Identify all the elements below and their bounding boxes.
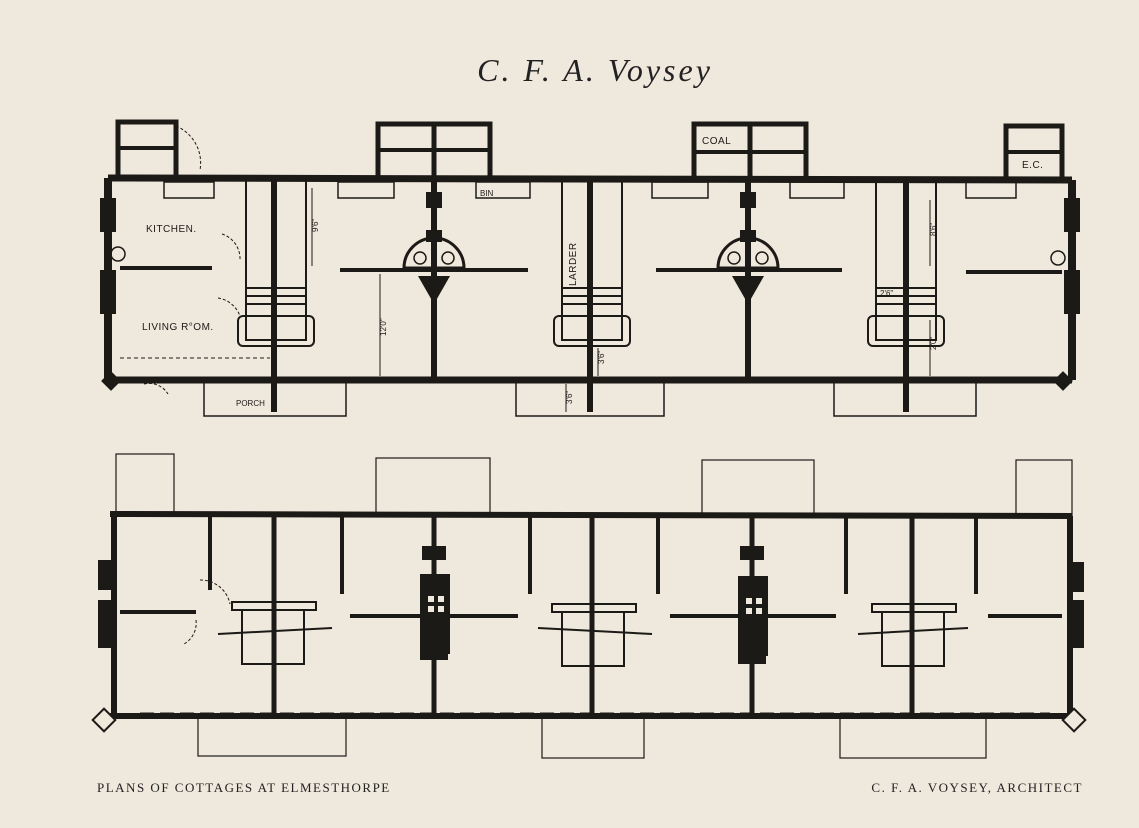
label-bin: BIN — [480, 189, 494, 198]
dim-3-6-b: 3'6" — [565, 391, 574, 404]
dim-8-6: 8'6" — [929, 223, 938, 236]
label-larder: LARDER — [568, 242, 579, 286]
dim-2-6: 2'6" — [880, 289, 893, 298]
hearth-2 — [716, 192, 780, 304]
label-kitchen: KITCHEN. — [146, 224, 197, 235]
room-labels: KITCHEN. LIVING R°OM. LARDER COAL E.C. B… — [142, 136, 1043, 408]
label-coal: COAL — [702, 136, 731, 147]
page-title: C. F. A. Voysey — [477, 52, 713, 88]
dim-12-0: 12'0" — [379, 318, 388, 336]
dim-3-6-a: 3'6" — [597, 351, 606, 364]
stack-1 — [420, 546, 450, 660]
ground-floor-plan — [100, 119, 1080, 417]
label-living-room: LIVING R°OM. — [142, 322, 214, 333]
dim-9-6: 9'6" — [311, 219, 320, 232]
architect-caption: C. F. A. VOYSEY, ARCHITECT — [871, 780, 1083, 795]
dimension-labels: 9'6" 12'0" 3'6" 3'6" 8'6" 2'6" 2'0" — [311, 219, 938, 404]
stack-2 — [738, 546, 768, 664]
label-porch: PORCH — [236, 399, 265, 408]
plan-caption: PLANS OF COTTAGES AT ELMESTHORPE — [97, 780, 391, 795]
hearth-1 — [402, 192, 466, 304]
first-floor-plan — [91, 453, 1087, 759]
label-ec: E.C. — [1022, 160, 1043, 171]
dim-2-0: 2'0" — [929, 337, 938, 350]
